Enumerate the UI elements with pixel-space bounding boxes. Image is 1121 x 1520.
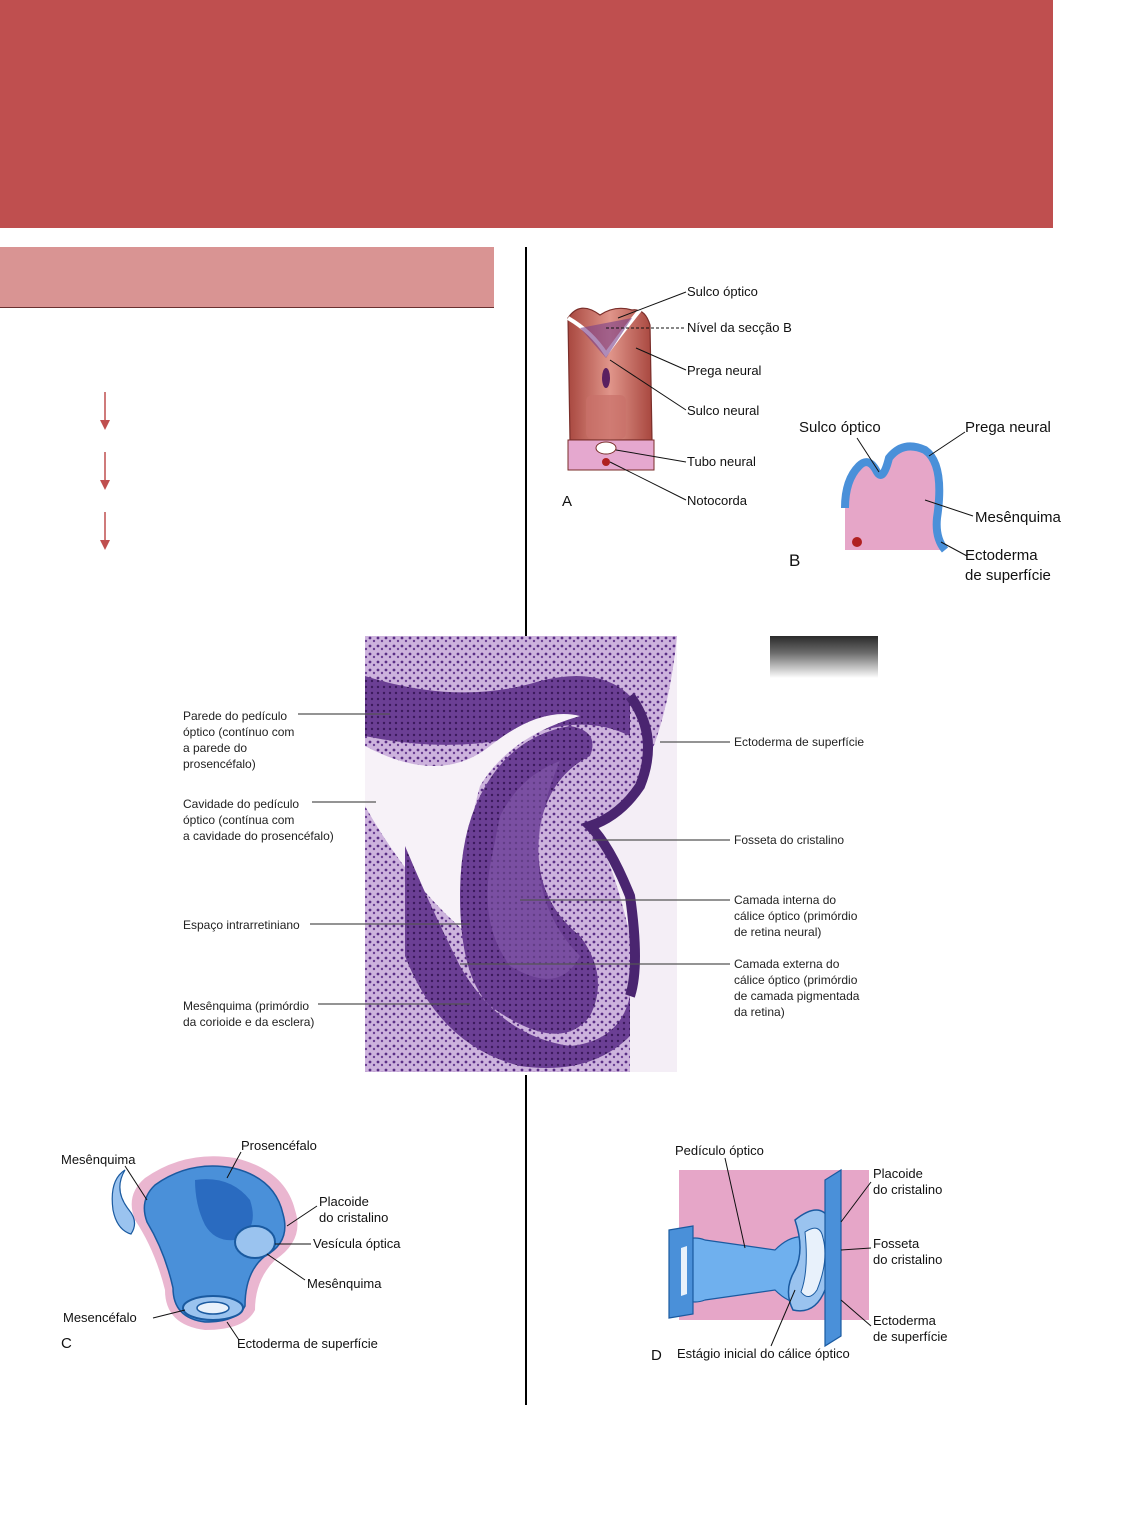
label-d-ectoderma: Ectoderma	[873, 1313, 937, 1328]
label-c-ectoderma: Ectoderma de superfície	[237, 1336, 378, 1351]
figure-letter-b: B	[789, 551, 800, 570]
label-c-vesicula-optica: Vesícula óptica	[313, 1236, 401, 1251]
label-c-placoide: Placoide	[319, 1194, 369, 1209]
label-b-prega-neural: Prega neural	[965, 419, 1051, 436]
label-c-mesenquima: Mesênquima	[61, 1152, 136, 1167]
label-b-ectoderma: Ectoderma	[965, 547, 1038, 564]
label-c-mesencefalo: Mesencéfalo	[63, 1310, 137, 1325]
figure-d-optic-cup: Pedículo óptico Placoide do cristalino F…	[645, 1140, 985, 1370]
label-sulco-neural: Sulco neural	[687, 403, 759, 418]
micro-label-right-2: Fosseta do cristalino	[734, 832, 874, 848]
figure-letter-c: C	[61, 1335, 72, 1352]
figure-c-embryo-head: Mesênquima Prosencéfalo Placoide do cris…	[55, 1130, 425, 1360]
figure-letter-a: A	[562, 493, 572, 510]
down-arrow-icon	[98, 452, 112, 492]
header-band	[0, 0, 1053, 228]
down-arrow-icon	[98, 512, 112, 552]
label-b-de-superficie: de superfície	[965, 567, 1051, 584]
label-d-placoide: Placoide	[873, 1166, 923, 1181]
micro-label-right-1: Ectoderma de superfície	[734, 734, 874, 750]
label-tubo-neural: Tubo neural	[687, 454, 756, 469]
label-c-mesenquima-2: Mesênquima	[307, 1276, 382, 1291]
label-nivel-seccao: Nível da secção B	[687, 320, 792, 335]
column-divider-bottom	[525, 1075, 527, 1405]
down-arrow-icon	[98, 392, 112, 432]
label-b-sulco-optico: Sulco óptico	[799, 419, 881, 436]
label-prega-neural: Prega neural	[687, 363, 762, 378]
label-b-mesenquima: Mesênquima	[975, 509, 1062, 526]
micro-label-left-3: Espaço intrarretiniano	[183, 917, 313, 933]
label-d-fosseta: Fosseta	[873, 1236, 920, 1251]
label-d-fosseta-cristalino: do cristalino	[873, 1252, 942, 1267]
figure-b-section: Sulco óptico Prega neural Mesênquima Ect…	[785, 410, 1085, 595]
figure-a-embryo: Sulco óptico Nível da secção B Prega neu…	[540, 270, 810, 520]
column-divider-top	[525, 247, 527, 637]
label-notocorda: Notocorda	[687, 493, 748, 508]
label-c-prosencefalo: Prosencéfalo	[241, 1138, 317, 1153]
label-d-pediculo: Pedículo óptico	[675, 1143, 764, 1158]
label-c-do-cristalino: do cristalino	[319, 1210, 388, 1225]
subheader-band	[0, 247, 494, 308]
figure-letter-d: D	[651, 1347, 662, 1364]
label-d-do-cristalino: do cristalino	[873, 1182, 942, 1197]
label-sulco-optico: Sulco óptico	[687, 284, 758, 299]
label-d-de-superficie: de superfície	[873, 1329, 947, 1344]
label-d-estagio: Estágio inicial do cálice óptico	[677, 1346, 850, 1361]
